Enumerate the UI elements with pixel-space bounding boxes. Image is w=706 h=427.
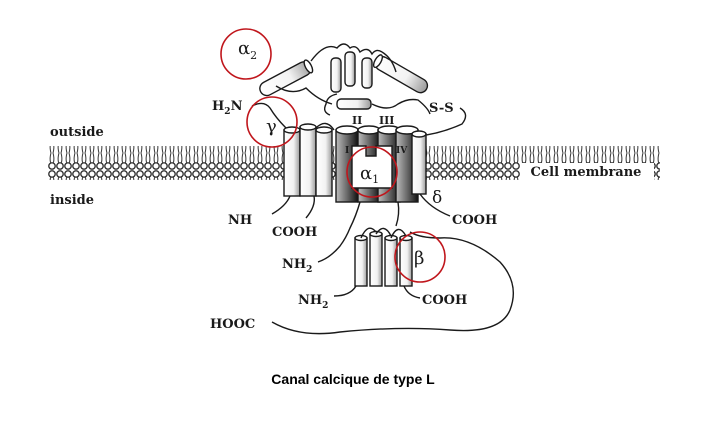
domain-iv-label: IV: [396, 146, 408, 156]
alpha1-highlight-circle: [346, 146, 398, 198]
gamma-cooh-label: COOH: [272, 225, 317, 240]
disulfide-link: [417, 107, 467, 137]
cell-membrane-label: Cell membrane: [531, 165, 642, 180]
inside-label: inside: [50, 193, 94, 208]
beta-subunit: [354, 227, 413, 287]
alpha1-nh2-label: NH2: [282, 257, 312, 275]
alpha2-subunit: [259, 43, 431, 116]
beta-label: β: [414, 248, 424, 269]
cell-membrane-label-box: Cell membrane: [520, 163, 654, 180]
delta-label: δ: [432, 188, 442, 208]
outside-label: outside: [50, 125, 104, 140]
disulfide-label: S-S: [429, 101, 454, 116]
gamma-label: γ: [266, 116, 277, 137]
hooc-label: HOOC: [210, 317, 255, 332]
h2n-label: H2N: [212, 99, 243, 117]
beta-cooh-label: COOH: [422, 293, 467, 308]
domain-iii-label: III: [379, 114, 394, 127]
transmembrane-helices: [283, 123, 427, 203]
delta-cooh-label: COOH: [452, 213, 497, 228]
beta-highlight-circle: [394, 231, 446, 283]
alpha2-label: α2: [238, 38, 257, 62]
beta-nh2-label: NH2: [298, 293, 328, 311]
gamma-n-terminus: [251, 102, 287, 129]
highlight-circles: [220, 28, 446, 283]
figure-caption: Canal calcique de type L: [271, 371, 435, 387]
gamma-nh-label: NH: [228, 213, 252, 228]
alpha1-c-terminal-loop: [271, 231, 514, 335]
alpha1-label: α1: [360, 163, 379, 186]
gamma-highlight-circle: [246, 96, 298, 148]
domain-i-label: I: [345, 146, 349, 156]
domain-ii-label: II: [352, 114, 362, 127]
alpha2-highlight-circle: [220, 28, 272, 80]
